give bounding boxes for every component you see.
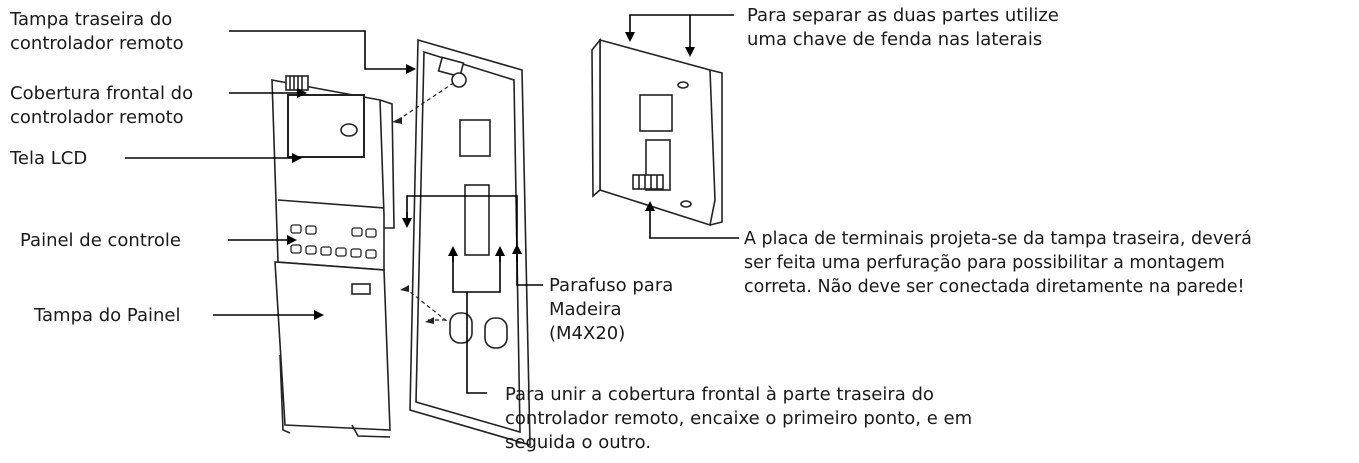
label-unir: Para unir a cobertura frontal à parte tr… — [505, 384, 973, 453]
label-separar: Para separar as duas partes utilize uma … — [747, 5, 1059, 50]
screw-icons — [392, 117, 434, 324]
label-parafuso: Parafuso para Madeira (M4X20) — [549, 275, 674, 344]
lcd-indicator-icon — [340, 123, 358, 137]
label-cobertura-frontal: Cobertura frontal do controlador remoto — [10, 83, 194, 128]
terminal-block — [632, 174, 664, 190]
cable-connector-icon — [285, 75, 309, 91]
label-placa-terminais: A placa de terminais projeta-se da tampa… — [744, 229, 1252, 297]
back-cover — [409, 38, 531, 447]
label-tela-lcd: Tela LCD — [10, 148, 88, 169]
label-painel-controle: Painel de controle — [20, 230, 181, 251]
label-tampa-traseira: Tampa traseira do controlador remoto — [10, 9, 184, 54]
panel-cover — [274, 261, 391, 438]
leader-lines — [125, 14, 739, 394]
front-controller — [271, 75, 395, 273]
back-view — [591, 37, 723, 227]
control-buttons — [290, 224, 377, 259]
label-tampa-painel: Tampa do Painel — [34, 305, 181, 326]
